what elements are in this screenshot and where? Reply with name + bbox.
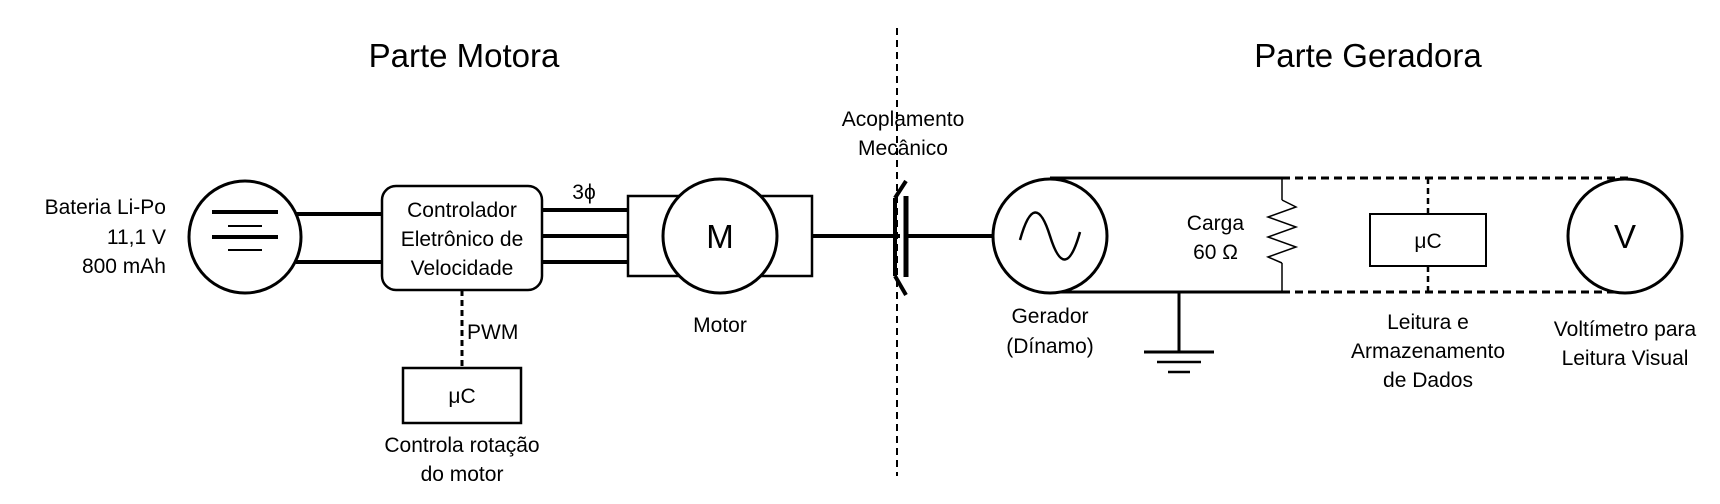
load-label-2: 60 Ω (1193, 241, 1238, 264)
data-uc-caption-2: Armazenamento (1351, 340, 1505, 363)
mechanical-coupling (893, 179, 909, 297)
controller-label-2: Eletrônico de (401, 228, 524, 251)
ground-symbol (1144, 292, 1214, 374)
voltmeter-caption-1: Voltímetro para (1554, 318, 1697, 341)
battery-label-3: 800 mAh (82, 255, 166, 278)
data-uc-label: μC (1414, 230, 1441, 253)
motor-symbol-letter: M (706, 218, 734, 255)
coupling-label-1: Acoplamento (842, 108, 965, 131)
generator-caption-1: Gerador (1011, 305, 1088, 328)
coupling-label-2: Mecânico (858, 137, 948, 160)
voltmeter-caption-2: Leitura Visual (1562, 347, 1689, 370)
motor-uc-caption-2: do motor (421, 463, 504, 486)
generator-caption-2: (Dínamo) (1006, 335, 1094, 358)
generator-symbol (991, 177, 1109, 295)
motor-caption: Motor (693, 314, 747, 337)
load-label-1: Carga (1187, 212, 1245, 235)
three-phase-label: 3ϕ (572, 181, 595, 204)
pwm-label: PWM (467, 321, 518, 344)
voltmeter-symbol (1566, 177, 1684, 295)
load-resistor (1265, 178, 1299, 292)
voltmeter-letter: V (1614, 218, 1636, 255)
title-parte-motora: Parte Motora (369, 37, 560, 74)
data-uc-caption-3: de Dados (1383, 369, 1473, 392)
controller-label-1: Controlador (407, 199, 517, 222)
data-uc-caption-1: Leitura e (1387, 311, 1469, 334)
motor-uc-box (401, 366, 523, 425)
title-parte-geradora: Parte Geradora (1254, 37, 1482, 74)
data-uc-box (1369, 213, 1487, 267)
battery-label-2: 11,1 V (107, 226, 166, 249)
battery-label-1: Bateria Li-Po (45, 196, 166, 219)
battery-symbol (187, 179, 303, 295)
motor-uc-label: μC (448, 385, 475, 408)
controller-label-3: Velocidade (411, 257, 514, 280)
motor-symbol (626, 177, 814, 295)
motor-uc-caption-1: Controla rotação (384, 434, 539, 457)
